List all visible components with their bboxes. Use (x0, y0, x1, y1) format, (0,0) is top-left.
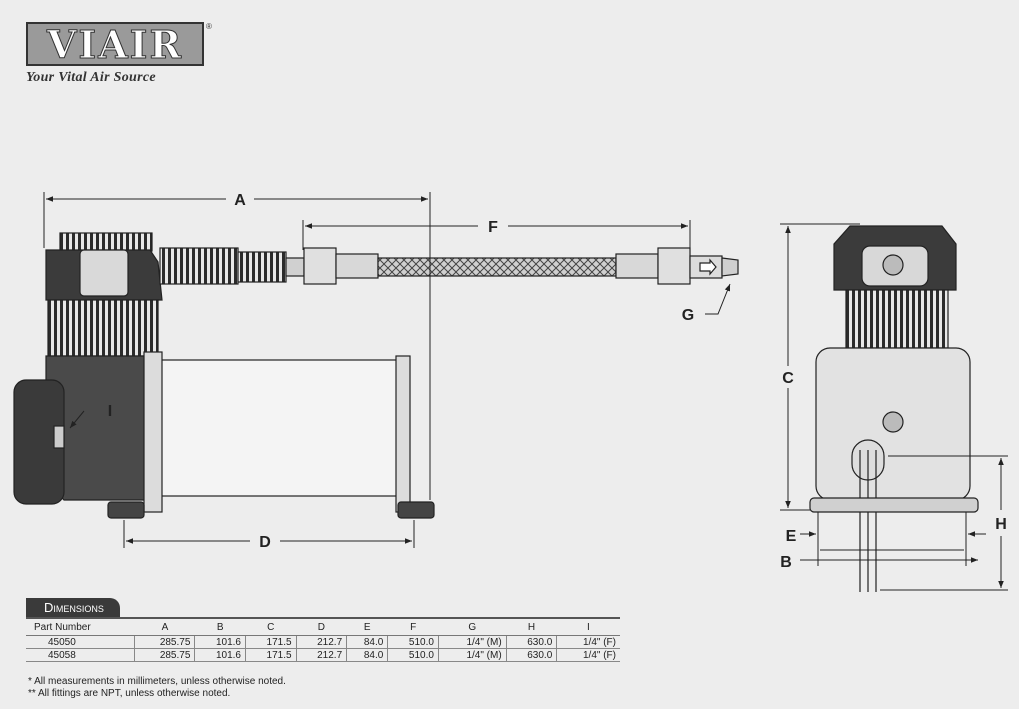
hose-crimp-right (615, 253, 659, 279)
footnotes: * All measurements in millimeters, unles… (28, 676, 286, 700)
motor-body (159, 359, 409, 497)
side-view (13, 232, 739, 519)
col-header: D (296, 619, 347, 636)
table-cell: 45058 (26, 648, 136, 662)
col-header: E (346, 619, 388, 636)
col-header: G (438, 619, 507, 636)
table-cell: 1/4" (F) (556, 648, 620, 662)
col-header: A (134, 619, 195, 636)
col-header: F (387, 619, 439, 636)
bracket-right (395, 355, 411, 513)
table-rule (26, 617, 620, 619)
foot-right (397, 501, 435, 519)
table-header-row: Part Number A B C D E F G H I (26, 619, 620, 636)
table-cell: 101.6 (194, 635, 246, 649)
hose-nut-left (303, 247, 337, 285)
label-b: B (780, 554, 792, 571)
table-cell: 1/4" (M) (438, 648, 507, 662)
table-cell: 84.0 (346, 635, 389, 649)
table-cell: 212.7 (296, 635, 348, 649)
table-cell: 1/4" (F) (556, 635, 620, 649)
label-h: H (995, 516, 1007, 533)
label-a: A (234, 192, 246, 209)
table-cell: 285.75 (134, 648, 196, 662)
footnote-fittings: ** All fittings are NPT, unless otherwis… (28, 688, 231, 699)
table-cell: 101.6 (194, 648, 246, 662)
outlet-port (285, 257, 305, 277)
inlet-port (53, 425, 65, 449)
dimension-lines (43, 192, 1008, 591)
table-cell: 285.75 (134, 635, 196, 649)
logo-tagline: Your Vital Air Source (26, 70, 156, 85)
label-i: I (108, 403, 112, 420)
table-cell: 1/4" (M) (438, 635, 507, 649)
table-title: Dimensions (26, 598, 120, 617)
table-cell: 510.0 (387, 635, 439, 649)
dimensions-table: Part Number A B C D E F G H I 45050 285.… (26, 619, 620, 662)
flow-arrow-icon (699, 258, 717, 276)
outlet-fins (237, 251, 287, 283)
label-e: E (786, 528, 797, 545)
col-header: I (556, 619, 620, 636)
logo-wordmark: VIAIR (46, 21, 184, 67)
hose-crimp-left (335, 253, 379, 279)
intake-fins (159, 247, 239, 285)
logo-box: VIAIR (26, 21, 204, 67)
col-header: B (194, 619, 246, 636)
table-cell: 84.0 (346, 648, 389, 662)
braided-hose (377, 257, 617, 277)
hose-nut-right (657, 247, 691, 285)
col-header: Part Number (26, 619, 135, 636)
table-cell: 212.7 (296, 648, 348, 662)
label-c: C (782, 370, 794, 387)
table-cell: 171.5 (245, 635, 297, 649)
label-d: D (259, 534, 271, 551)
dimensions-table-section: Dimensions Part Number A B C D E F G H I… (26, 598, 620, 662)
front-fins (845, 289, 949, 349)
col-header: H (506, 619, 557, 636)
foot-left (107, 501, 145, 519)
viair-logo: VIAIR ® Your Vital Air Source (26, 21, 212, 86)
front-view (809, 225, 979, 592)
label-f: F (488, 219, 498, 236)
col-header: C (245, 619, 297, 636)
head-fins (59, 232, 153, 252)
bracket-left (143, 351, 163, 513)
table-cell: 171.5 (245, 648, 297, 662)
table-cell: 630.0 (506, 635, 558, 649)
head-cap (79, 249, 129, 297)
front-base (809, 497, 979, 513)
table-row: 45058 285.75 101.6 171.5 212.7 84.0 510.… (26, 648, 620, 662)
label-g: G (682, 307, 694, 324)
front-port (882, 254, 904, 276)
registered-mark: ® (206, 22, 212, 31)
table-cell: 630.0 (506, 648, 558, 662)
footnote-measurements: * All measurements in millimeters, unles… (28, 676, 286, 687)
male-fitting (721, 257, 739, 277)
table-cell: 510.0 (387, 648, 439, 662)
table-row: 45050 285.75 101.6 171.5 212.7 84.0 510.… (26, 635, 620, 649)
cylinder-fins (47, 299, 159, 357)
table-cell: 45050 (26, 635, 136, 649)
front-bolt (882, 411, 904, 433)
